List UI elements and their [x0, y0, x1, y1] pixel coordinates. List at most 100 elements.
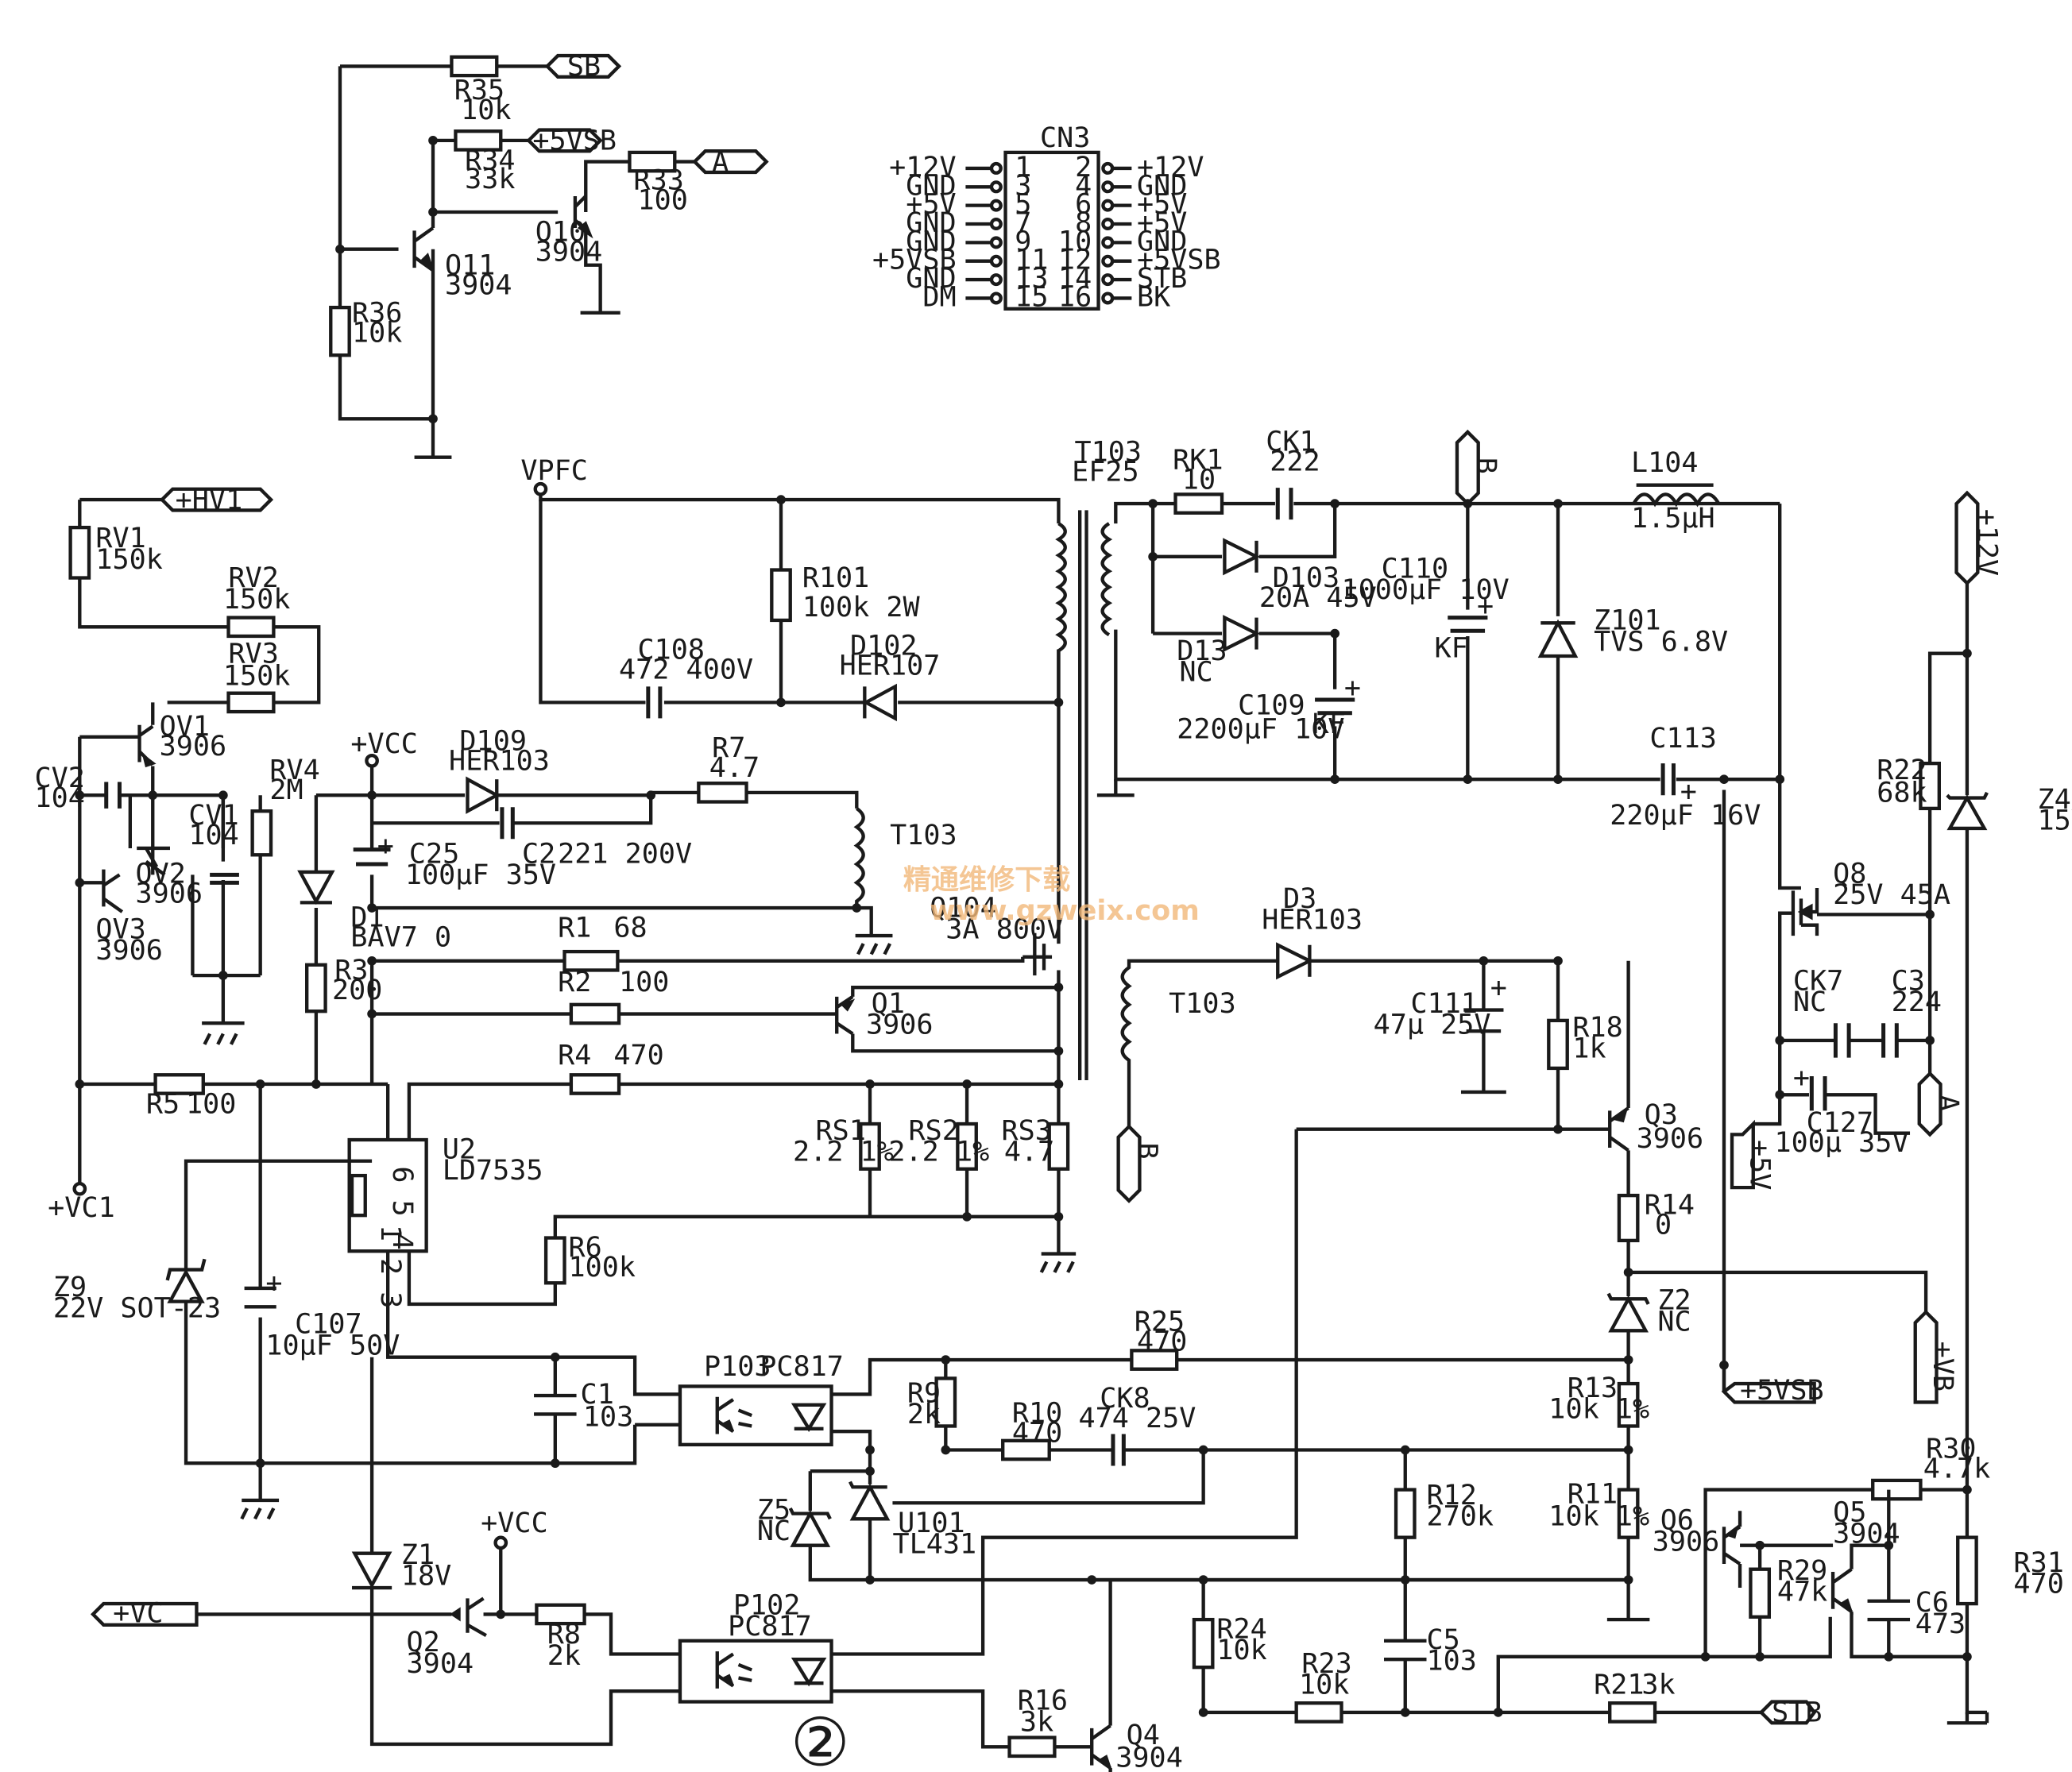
- Q4-val: 3904: [1115, 1741, 1183, 1772]
- cn3-right-pin: 12: [1058, 244, 1092, 276]
- C109-ref: C109: [1238, 689, 1305, 721]
- R14-ref: R14: [1645, 1189, 1695, 1222]
- R33-ref: R33: [633, 164, 683, 197]
- Z5-body: [790, 1510, 831, 1547]
- RS1-body: [859, 1121, 881, 1171]
- R13-ref: R13: [1568, 1372, 1618, 1404]
- cn3-right-name: +12V: [1137, 151, 1204, 183]
- 12V-connector-label: +12V: [1970, 509, 2003, 576]
- cn3-right-pin: 2: [1075, 151, 1092, 183]
- T103-aux2-ref: T103: [1169, 987, 1236, 1020]
- R4-ref: R4: [558, 1039, 591, 1071]
- cn3-pin-left: [989, 217, 1003, 231]
- R30-val: 4.7k: [1923, 1453, 1991, 1485]
- C25-val: 100μF 35V: [405, 859, 556, 891]
- RK1-ref: RK1: [1173, 444, 1223, 477]
- cn3-left-name: GND: [906, 262, 956, 295]
- R29-body: [1749, 1567, 1772, 1619]
- RV1-body: [68, 525, 91, 580]
- D102-body: [862, 683, 897, 722]
- R31-val: 470: [2013, 1568, 2063, 1600]
- R16-body: [1007, 1735, 1057, 1758]
- R11-body: [1617, 1488, 1640, 1539]
- U101-val: TL431: [892, 1528, 976, 1561]
- C110-ref: C110: [1382, 553, 1449, 585]
- D3-ref: D3: [1283, 882, 1316, 915]
- U2-pins-top: 6 5 4: [386, 1166, 419, 1249]
- Q104-val: 3A 800V: [945, 913, 1063, 945]
- C25-ref: C25: [409, 837, 459, 870]
- cn3-left-pin: 11: [1015, 244, 1048, 276]
- C127-plus: +: [1793, 1061, 1810, 1094]
- cn3-pin-left: [989, 236, 1003, 249]
- vcc-label-1: +VCC: [350, 728, 418, 760]
- D13-val: NC: [1180, 656, 1213, 689]
- C110-val: 1000μF 10V: [1342, 573, 1510, 606]
- T103-ref: T103: [1074, 436, 1142, 469]
- STB-connector-label: STB: [1772, 1697, 1822, 1729]
- U101-body: [849, 1483, 891, 1521]
- A-connector-right-label: A: [1932, 1094, 1965, 1111]
- C6-val: 473: [1915, 1608, 1966, 1640]
- RV2-ref: RV2: [229, 562, 279, 594]
- R6-ref: R6: [569, 1231, 602, 1264]
- QV1-ref: QV1: [160, 710, 210, 743]
- 5VSB-connector-low-label: +5VSB: [1740, 1374, 1824, 1407]
- Q2-ref: Q2: [407, 1626, 440, 1658]
- section-hv-sense: +HV1 +VC1 RV1 150k RV2 150k RV3 150k QV1…: [34, 484, 321, 1224]
- RK1-body: [1173, 492, 1224, 515]
- R21-ref: R21: [1594, 1669, 1644, 1701]
- cn3-left-name: +12V: [889, 151, 957, 183]
- D1-body: [297, 870, 335, 905]
- A-connector-top: [692, 149, 769, 175]
- R8-ref: R8: [547, 1618, 581, 1650]
- R14-val: 0: [1655, 1209, 1672, 1241]
- cn3-left-pin: 1: [1015, 151, 1031, 183]
- P103-body: [678, 1384, 833, 1447]
- T103-val: EF25: [1072, 456, 1139, 488]
- R8-val: 2k: [547, 1639, 581, 1672]
- Q3-val: 3906: [1637, 1122, 1704, 1155]
- U2-pins-bottom: 1 2 3: [374, 1225, 407, 1308]
- R25-body: [1130, 1349, 1179, 1371]
- cn3-right-name: +5V: [1137, 188, 1187, 221]
- vpfc-label: VPFC: [520, 454, 588, 487]
- RS3-ref: RS3: [1002, 1114, 1052, 1147]
- C111-ref: C111: [1410, 987, 1478, 1020]
- cn3-pin-right: [1101, 236, 1115, 249]
- C1-val: 103: [583, 1401, 633, 1434]
- cn3-left-name: +5V: [906, 188, 956, 221]
- RV1-val: 150k: [95, 543, 163, 576]
- RS1-ref: RS1: [815, 1114, 865, 1147]
- VB-connector: [1913, 1309, 1939, 1404]
- watermark-url: www.gzweix.com: [930, 894, 1200, 927]
- C107-ref: C107: [295, 1308, 362, 1341]
- C110-kf: KF: [1435, 632, 1468, 665]
- Z4-body: [1946, 794, 1988, 831]
- vc1-terminal[interactable]: [72, 1181, 87, 1196]
- junction-dots: [75, 136, 1972, 1717]
- C109-kf: KF: [1312, 708, 1346, 740]
- R34-body: [454, 129, 503, 152]
- R7-val: 4.7: [709, 751, 760, 784]
- R4-body: [569, 1073, 621, 1095]
- D1-val: BAV7 0: [350, 921, 451, 953]
- R5-ref: R5: [146, 1088, 180, 1121]
- P102-ref: P102: [733, 1589, 801, 1621]
- section-aux-secondary: B + T103 D3 HER103 C111 47μ 25V R18 1k Q…: [1116, 789, 1959, 1622]
- R36-ref: R36: [352, 297, 402, 330]
- Q1-val: 3906: [866, 1009, 934, 1041]
- D109-ref: D109: [459, 724, 527, 757]
- Q104-ref: Q104: [930, 892, 997, 925]
- cn3-pin-right: [1101, 161, 1115, 175]
- cn3-right-pin: 10: [1058, 225, 1092, 257]
- RV2-val: 150k: [223, 583, 291, 616]
- R29-val: 47k: [1777, 1576, 1827, 1608]
- Z4-ref: Z4: [2038, 783, 2071, 816]
- VC-connector-label: +VC: [113, 1596, 163, 1629]
- D13-body: [1223, 615, 1261, 653]
- R31-body: [1956, 1535, 1978, 1606]
